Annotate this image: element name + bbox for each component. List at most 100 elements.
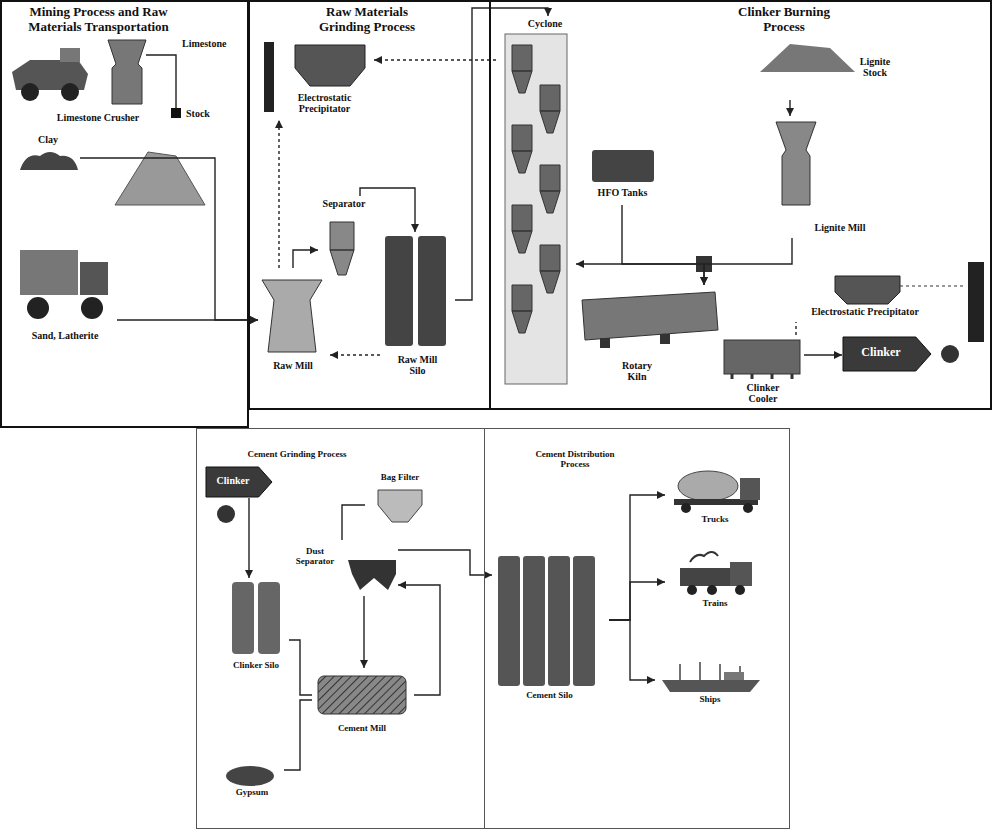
flow-connector [795, 322, 796, 335]
flow-connector [704, 238, 792, 285]
sand-truck: Sand, Latherite [15, 228, 117, 346]
node-label: Limestone Crusher [48, 112, 148, 123]
silo-unit: Cement Silo [492, 550, 609, 710]
node-label: Cement Mill [312, 723, 412, 733]
transport-mode: Trucks [665, 460, 767, 530]
silo-unit: Raw Mill Silo [380, 232, 455, 402]
flow-connector [609, 495, 665, 620]
truck-wheel [81, 297, 103, 319]
flow-connector [398, 550, 492, 575]
flue-line [900, 286, 966, 287]
flow-connector [622, 205, 704, 285]
clinker-arrow: Clinker [842, 336, 932, 372]
truck-cab [740, 478, 760, 500]
truck-wheel [743, 503, 753, 513]
panel-title: Cement Distribution Process [530, 449, 620, 469]
node-label: Trucks [665, 514, 765, 524]
connector-dot [217, 505, 235, 523]
precipitator-stack [264, 42, 274, 112]
panel-title: Raw Materials Grinding Process [302, 5, 432, 34]
chimney [968, 262, 984, 342]
locomotive-cab [730, 562, 752, 586]
clay-heap [20, 152, 78, 170]
transport-mode: Ships [655, 650, 767, 710]
bag-filter [378, 490, 422, 522]
kiln-support [600, 334, 670, 348]
cement-silo [573, 556, 595, 686]
bag-filter-unit: Bag Filter [365, 470, 437, 525]
process-panel: Clinker Bag FilterDust SeparatorClinker S… [196, 428, 485, 829]
panel-title: Cement Grinding Process [227, 449, 367, 459]
flow-connector [804, 354, 842, 355]
truck-wheel [61, 83, 79, 101]
node-label: Clay [18, 134, 78, 145]
dump-truck-body [20, 250, 78, 295]
cement-silo [548, 556, 570, 686]
node-label: Clinker Cooler [738, 382, 788, 404]
locomotive [680, 568, 730, 586]
cement-silo [498, 556, 520, 686]
node-label: Rotary Kiln [616, 360, 658, 382]
clinker-silo [258, 582, 280, 654]
precipitator [835, 276, 900, 304]
flow-connector [117, 319, 258, 320]
crusher-unit: Limestone Crusher [8, 34, 158, 128]
lignite-mill [776, 122, 816, 205]
process-panel: Limestone CrusherClaySand, Latherite Mini… [0, 0, 249, 428]
node-label: Sand, Latherite [15, 330, 115, 341]
arrow-outline [206, 467, 272, 497]
haul-truck [12, 60, 88, 90]
clay-source: Clay [18, 134, 80, 176]
flow-connector [342, 505, 365, 540]
raw-mill-silo [418, 236, 446, 346]
raw-mill-unit: Raw Mill [258, 268, 330, 378]
ship-hull [662, 680, 760, 692]
train-smoke [690, 552, 718, 562]
connector-dot [941, 345, 959, 363]
cooler-leg [732, 374, 792, 379]
dump-truck-cab [80, 262, 108, 295]
ship-cabin [724, 672, 744, 680]
flow-connector [609, 620, 655, 680]
flow-connector [360, 188, 415, 232]
arrow-outline [843, 337, 931, 371]
kiln-unit: Rotary Kiln [576, 285, 720, 403]
raw-mill-silo [385, 236, 413, 346]
panel-title: Mining Process and Raw Materials Transpo… [6, 5, 191, 34]
node-label: Trains [665, 598, 765, 608]
precipitator [295, 45, 365, 86]
lignite-pile [760, 44, 855, 72]
hfo-tank [592, 150, 654, 182]
panel-title: Clinker Burning Process [728, 5, 840, 34]
node-label: Clinker [208, 475, 258, 486]
node-label: Cyclone [516, 18, 574, 29]
limestone-crusher [108, 40, 146, 104]
flow-connector [289, 640, 312, 695]
flow-connector [398, 585, 440, 695]
gypsum-source: Gypsum [222, 755, 284, 805]
truck-cab [60, 48, 80, 62]
node-label: Lignite Stock [855, 56, 895, 78]
cyclone-stage [512, 45, 560, 333]
node-label: Raw Mill [258, 360, 328, 371]
flow-connector [284, 700, 312, 770]
flow-connector [293, 250, 318, 268]
train-wheel [735, 585, 745, 595]
separator-unit: Separator [318, 196, 372, 296]
flow-connector [278, 120, 279, 268]
flow-connector [609, 582, 665, 620]
train-wheel [707, 585, 717, 595]
node-label: Raw Mill Silo [390, 354, 445, 376]
separator-unit: Dust Separator [286, 540, 398, 596]
node-label: Electrostatic Precipitator [277, 92, 372, 114]
flow-connector [80, 158, 258, 320]
flow-connector [363, 596, 364, 668]
train-wheel [687, 585, 697, 595]
conveyor-line [146, 55, 176, 108]
precipitator-unit: Electrostatic Precipitator [790, 272, 942, 322]
node-label: Clinker [846, 346, 916, 359]
cement-mill [318, 676, 406, 714]
silo-unit: Clinker Silo [225, 578, 289, 683]
